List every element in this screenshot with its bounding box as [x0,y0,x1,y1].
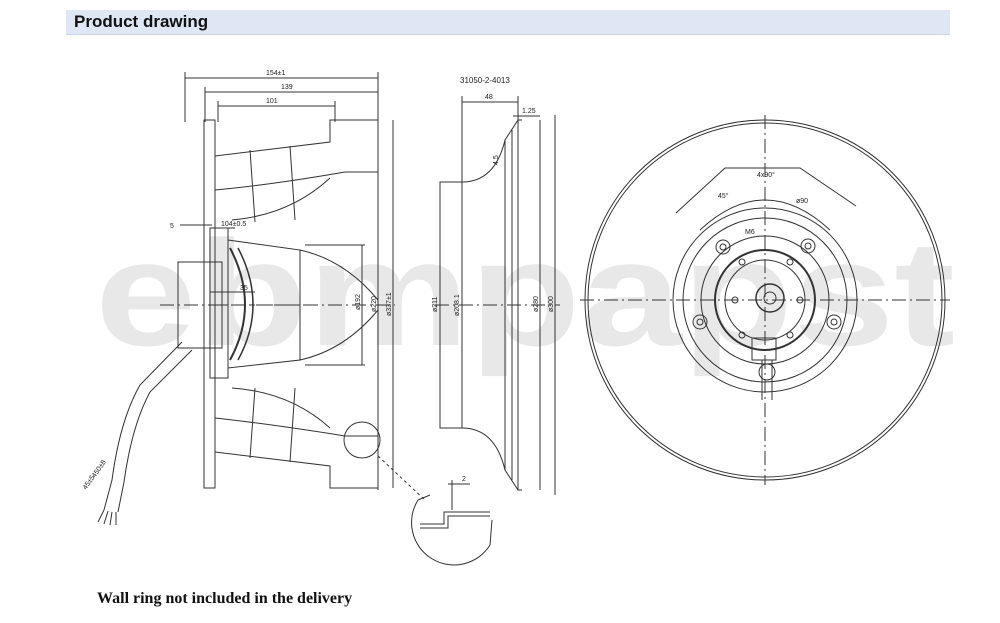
ring-view-labels: 31050-2-4013 48 1.25 4.5 ø211 ø208.1 ø28… [432,76,555,483]
ring-view [377,96,560,566]
dim-thread: M6 [745,229,755,236]
detail-gap: 2 [462,476,466,483]
dim-hub-104: 104±0.5 [221,221,246,228]
dim-pitch: 4x90° [757,171,775,179]
dim-hub-35: 35 [240,285,248,292]
dim-offset: 4.5 [493,155,500,165]
dim-thickness: 1.25 [522,108,536,115]
part-number: 31050-2-4013 [460,76,510,85]
dim-length-101: 101 [266,98,278,105]
dim-overall-length: 154±1 [266,70,286,77]
dim-width-48: 48 [485,94,493,101]
dim-dia-208: ø208.1 [454,294,461,316]
dim-bolt-circle: ø90 [796,198,808,205]
delivery-note: Wall ring not included in the delivery [97,590,353,607]
side-view [97,72,395,526]
dim-dia-337: ø337±1 [386,292,393,316]
dim-dia-280: ø280 [533,296,540,312]
dim-dia-192: ø192 [355,294,362,310]
dim-dia-220: ø220 [371,296,378,312]
dim-dia-211: ø211 [432,296,439,312]
front-view-labels: 4x90° 45° ø90 M6 [718,171,808,236]
dim-angle: 45° [718,192,729,200]
side-view-labels: 154±1 139 101 5 104±0.5 35 ø192 ø220 ø33… [82,70,393,491]
watermark: ebmpapst [95,209,955,377]
front-view [580,115,950,485]
section-header: Product drawing [66,10,950,35]
cable-length-label: 450±8 [91,459,108,479]
section-title: Product drawing [74,12,209,31]
dim-flange-5: 5 [170,223,174,230]
dim-length-139: 139 [281,84,293,91]
dim-dia-300: ø300 [548,296,555,312]
